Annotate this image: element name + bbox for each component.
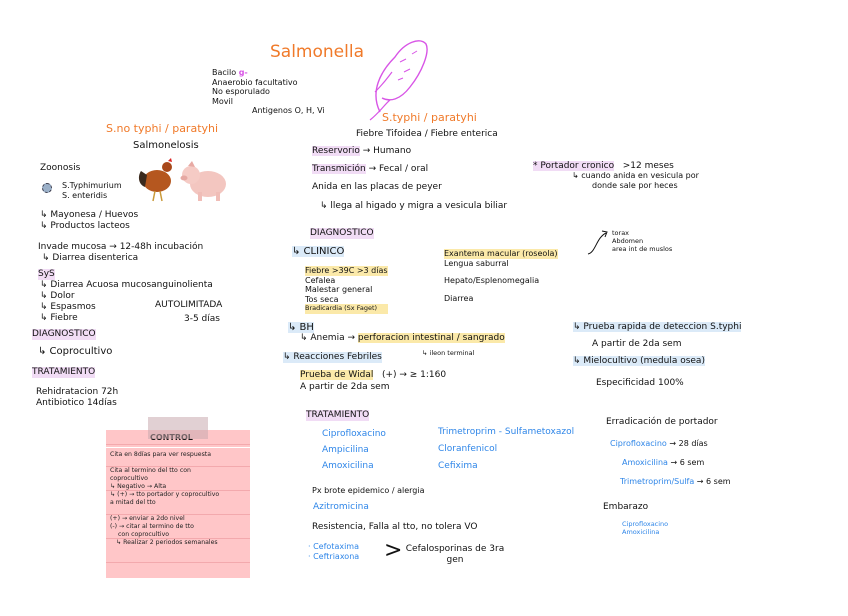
- rapida-sub: A partir de 2da sem: [592, 339, 682, 349]
- tape-decoration: [148, 417, 208, 439]
- sys-list: ↳ Diarrea Acuosa mucosanguinolienta ↳ Do…: [40, 280, 213, 323]
- drugs-col-1: Ciprofloxacino Ampicilina Amoxicilina: [322, 429, 386, 471]
- cefalos-list: · Cefotaxima · Ceftriaxona: [308, 542, 360, 561]
- left-subtitle: Salmonelosis: [133, 140, 199, 151]
- portador-line: * Portador cronico >12 meses: [533, 161, 674, 171]
- mielo-line: ↳ Mielocultivo (medula osea): [573, 356, 705, 366]
- brote-line: Px brote epidemico / alergia: [312, 486, 425, 495]
- clinico-list-2: Exantema macular (roseola) Lengua saburr…: [444, 249, 558, 303]
- curved-arrow-icon: [587, 230, 608, 255]
- control-note: CONTROL Cita en 8días para ver respuesta…: [106, 430, 250, 578]
- azitromicina-label: Azitromicina: [313, 502, 369, 512]
- rapida-line: ↳ Prueba rapida de deteccion S.typhi: [573, 322, 742, 332]
- right-subtitle: Fiebre Tifoidea / Fiebre enterica: [356, 129, 498, 139]
- chicken-icon: [138, 158, 172, 202]
- widal-line: Prueba de Widal (+) → ≥ 1:160: [300, 370, 447, 380]
- mielo-sub: Especificidad 100%: [596, 378, 684, 388]
- autolimitada-label: AUTOLIMITADA: [155, 300, 223, 310]
- page-title: Salmonella: [270, 42, 364, 62]
- clinico-list: Fiebre >39C >3 días Cefalea Malestar gen…: [305, 266, 388, 314]
- gram-negative-label: g-: [238, 68, 248, 77]
- embarazo-list: Ciprofloxacino Amoxicilina: [622, 520, 669, 536]
- exantema-sites: torax Abdomen area int de muslos: [612, 229, 673, 253]
- duration-label: 3-5 días: [184, 314, 220, 324]
- right-diagnostico-label: DIAGNOSTICO: [310, 228, 374, 239]
- left-diagnostico-label: DIAGNOSTICO: [32, 329, 96, 340]
- anida-line: Anida en las placas de peyer: [312, 182, 442, 192]
- drugs-col-2: Trimetroprim - Sulfametoxazol Cloranfeni…: [438, 427, 575, 471]
- sources-list: ↳ Mayonesa / Huevos ↳ Productos lacteos: [40, 210, 139, 231]
- bh-sub: ↳ ileon terminal: [422, 349, 475, 357]
- widal-sub: A partir de 2da sem: [300, 382, 390, 392]
- coprocultivo-item: ↳ Coprocultivo: [38, 346, 113, 357]
- clinico-label: ↳ CLINICO: [292, 246, 345, 257]
- zoonosis-label: Zoonosis: [40, 163, 81, 173]
- resistencia-line: Resistencia, Falla al tto, no tolera VO: [312, 522, 478, 532]
- reservorio-line: Reservorio → Humano: [312, 146, 412, 156]
- portador-sub: ↳ cuando anida en vesicula por donde sal…: [572, 171, 699, 190]
- erradicacion-label: Erradicación de portador: [606, 417, 718, 427]
- control-lines: Cita en 8días para ver respuesta Cita al…: [110, 451, 220, 546]
- antigens-label: Antigenos O, H, Vi: [252, 106, 325, 115]
- bh-label: ↳ BH: [288, 322, 314, 333]
- general-properties: Bacilo g- Anaerobio facultativo No espor…: [212, 68, 298, 106]
- right-heading: S.typhi / paratyhi: [382, 111, 477, 124]
- bh-line: ↳ Anemia → perforacion intestinal / sang…: [300, 333, 505, 343]
- brace-icon: >: [384, 538, 403, 563]
- reacciones-label: ↳ Reacciones Febriles: [283, 352, 382, 363]
- sys-label: SyS: [38, 269, 55, 280]
- right-tratamiento-label: TRATAMIENTO: [306, 410, 370, 421]
- bacteria-icon: [42, 183, 52, 193]
- erradicacion-list: Ciprofloxacino → 28 días Amoxicilina → 6…: [610, 439, 731, 486]
- species-list: S.Typhimurium S. enteridis: [62, 181, 122, 200]
- anida-sub: ↳ llega al higado y migra a vesicula bil…: [320, 201, 508, 211]
- invade-line: Invade mucosa → 12-48h incubación ↳ Diar…: [38, 242, 204, 263]
- left-tratamiento-list: Rehidratacion 72h Antibiotico 14días: [36, 387, 119, 408]
- cefalos-group: Cefalosporinas de 3ra gen: [405, 544, 505, 565]
- embarazo-label: Embarazo: [603, 502, 649, 512]
- left-tratamiento-label: TRATAMIENTO: [32, 367, 96, 378]
- bacteria-drawing-icon: [369, 40, 428, 121]
- left-heading: S.no typhi / paratyhi: [106, 122, 219, 135]
- pig-icon: [180, 161, 226, 201]
- transmision-line: Transmición → Fecal / oral: [312, 164, 429, 174]
